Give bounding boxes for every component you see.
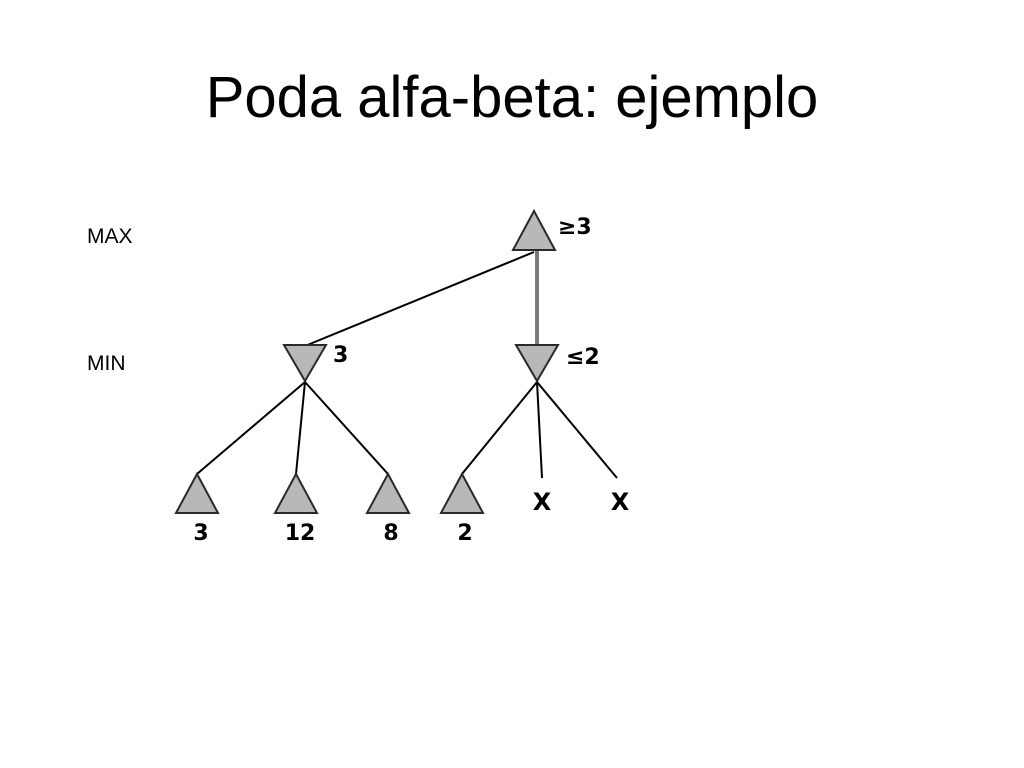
edge-min-left-to-leaf-3	[304, 381, 389, 475]
leaf-node-1-value: 3	[193, 521, 208, 546]
min-node-left	[282, 344, 328, 383]
edge-min-left-to-leaf-2	[295, 381, 306, 475]
edge-min-right-to-leaf-4	[461, 381, 538, 475]
leaf-node-4	[439, 471, 485, 514]
level-label-min: MIN	[87, 352, 126, 375]
max-node-value: ≥3	[558, 215, 592, 240]
pruned-mark-2: X	[611, 488, 630, 516]
leaf-node-3-value: 8	[383, 521, 398, 546]
min-node-right-value: ≤2	[566, 345, 600, 370]
slide-title: Poda alfa-beta: ejemplo	[205, 65, 819, 130]
edge-min-right-to-pruned-2	[536, 381, 618, 479]
min-node-right	[514, 344, 560, 383]
edge-min-right-to-pruned-1	[536, 381, 543, 479]
edge-min-left-to-leaf-1	[196, 381, 306, 475]
edge-root-to-min-left	[304, 251, 535, 347]
level-label-max: MAX	[87, 225, 133, 248]
leaf-node-2-value: 12	[285, 521, 316, 546]
leaf-node-4-value: 2	[457, 521, 472, 546]
pruned-mark-1: X	[533, 488, 552, 516]
leaf-node-3	[365, 471, 411, 514]
min-node-left-value: 3	[333, 343, 348, 368]
max-node-root	[511, 208, 557, 251]
leaf-node-2	[273, 471, 319, 514]
leaf-node-1	[174, 471, 220, 514]
